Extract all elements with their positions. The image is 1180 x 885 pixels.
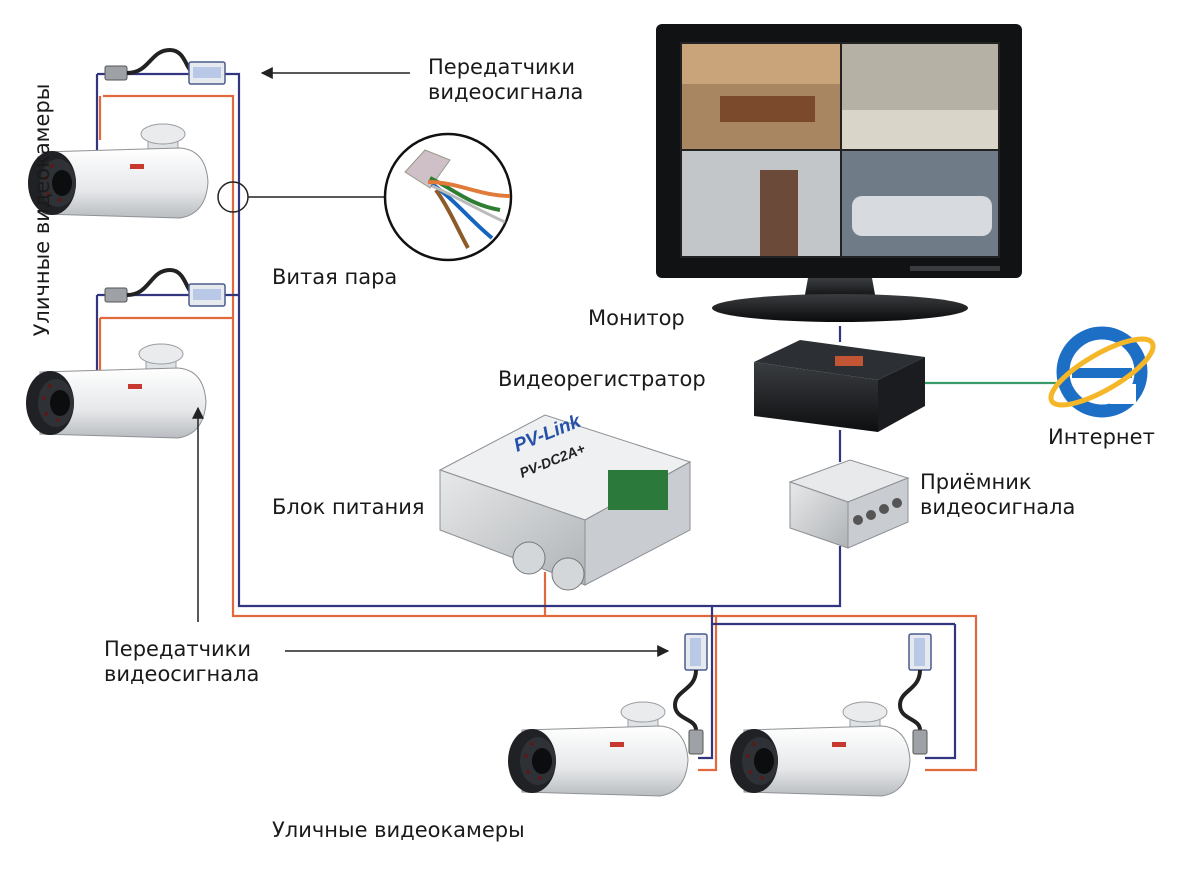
label-internet: Интернет: [1048, 425, 1155, 449]
label-monitor: Монитор: [588, 306, 685, 330]
left-camera-1: [27, 123, 209, 219]
power-supply: PV-Link PV-DC2A+: [438, 410, 692, 591]
twisted-pair-image: [383, 132, 513, 262]
label-dvr: Видеорегистратор: [498, 367, 706, 391]
bottom-transmitter-1: [672, 633, 708, 755]
power-wires: [98, 94, 978, 772]
top-transmitter-2: [104, 267, 226, 307]
dvr: [754, 340, 925, 432]
left-camera-2: [25, 343, 207, 439]
label-transmitters-top: Передатчики видеосигнала: [428, 55, 584, 104]
label-transmitters-bottom: Передатчики видеосигнала: [104, 637, 260, 686]
bottom-transmitter-2: [897, 633, 932, 755]
label-cameras-left: Уличные видеокамеры: [30, 83, 54, 337]
bottom-camera-1: [507, 701, 689, 797]
label-cameras-bottom: Уличные видеокамеры: [272, 818, 525, 842]
internet-icon: [1048, 326, 1156, 418]
label-twisted-pair: Витая пара: [272, 265, 398, 289]
label-power-supply: Блок питания: [272, 495, 425, 519]
video-receiver: [788, 459, 910, 549]
bottom-camera-2: [729, 701, 911, 797]
top-transmitter-1: [104, 47, 226, 85]
label-receiver: Приёмник видеосигнала: [920, 470, 1076, 519]
monitor: [656, 24, 1022, 322]
